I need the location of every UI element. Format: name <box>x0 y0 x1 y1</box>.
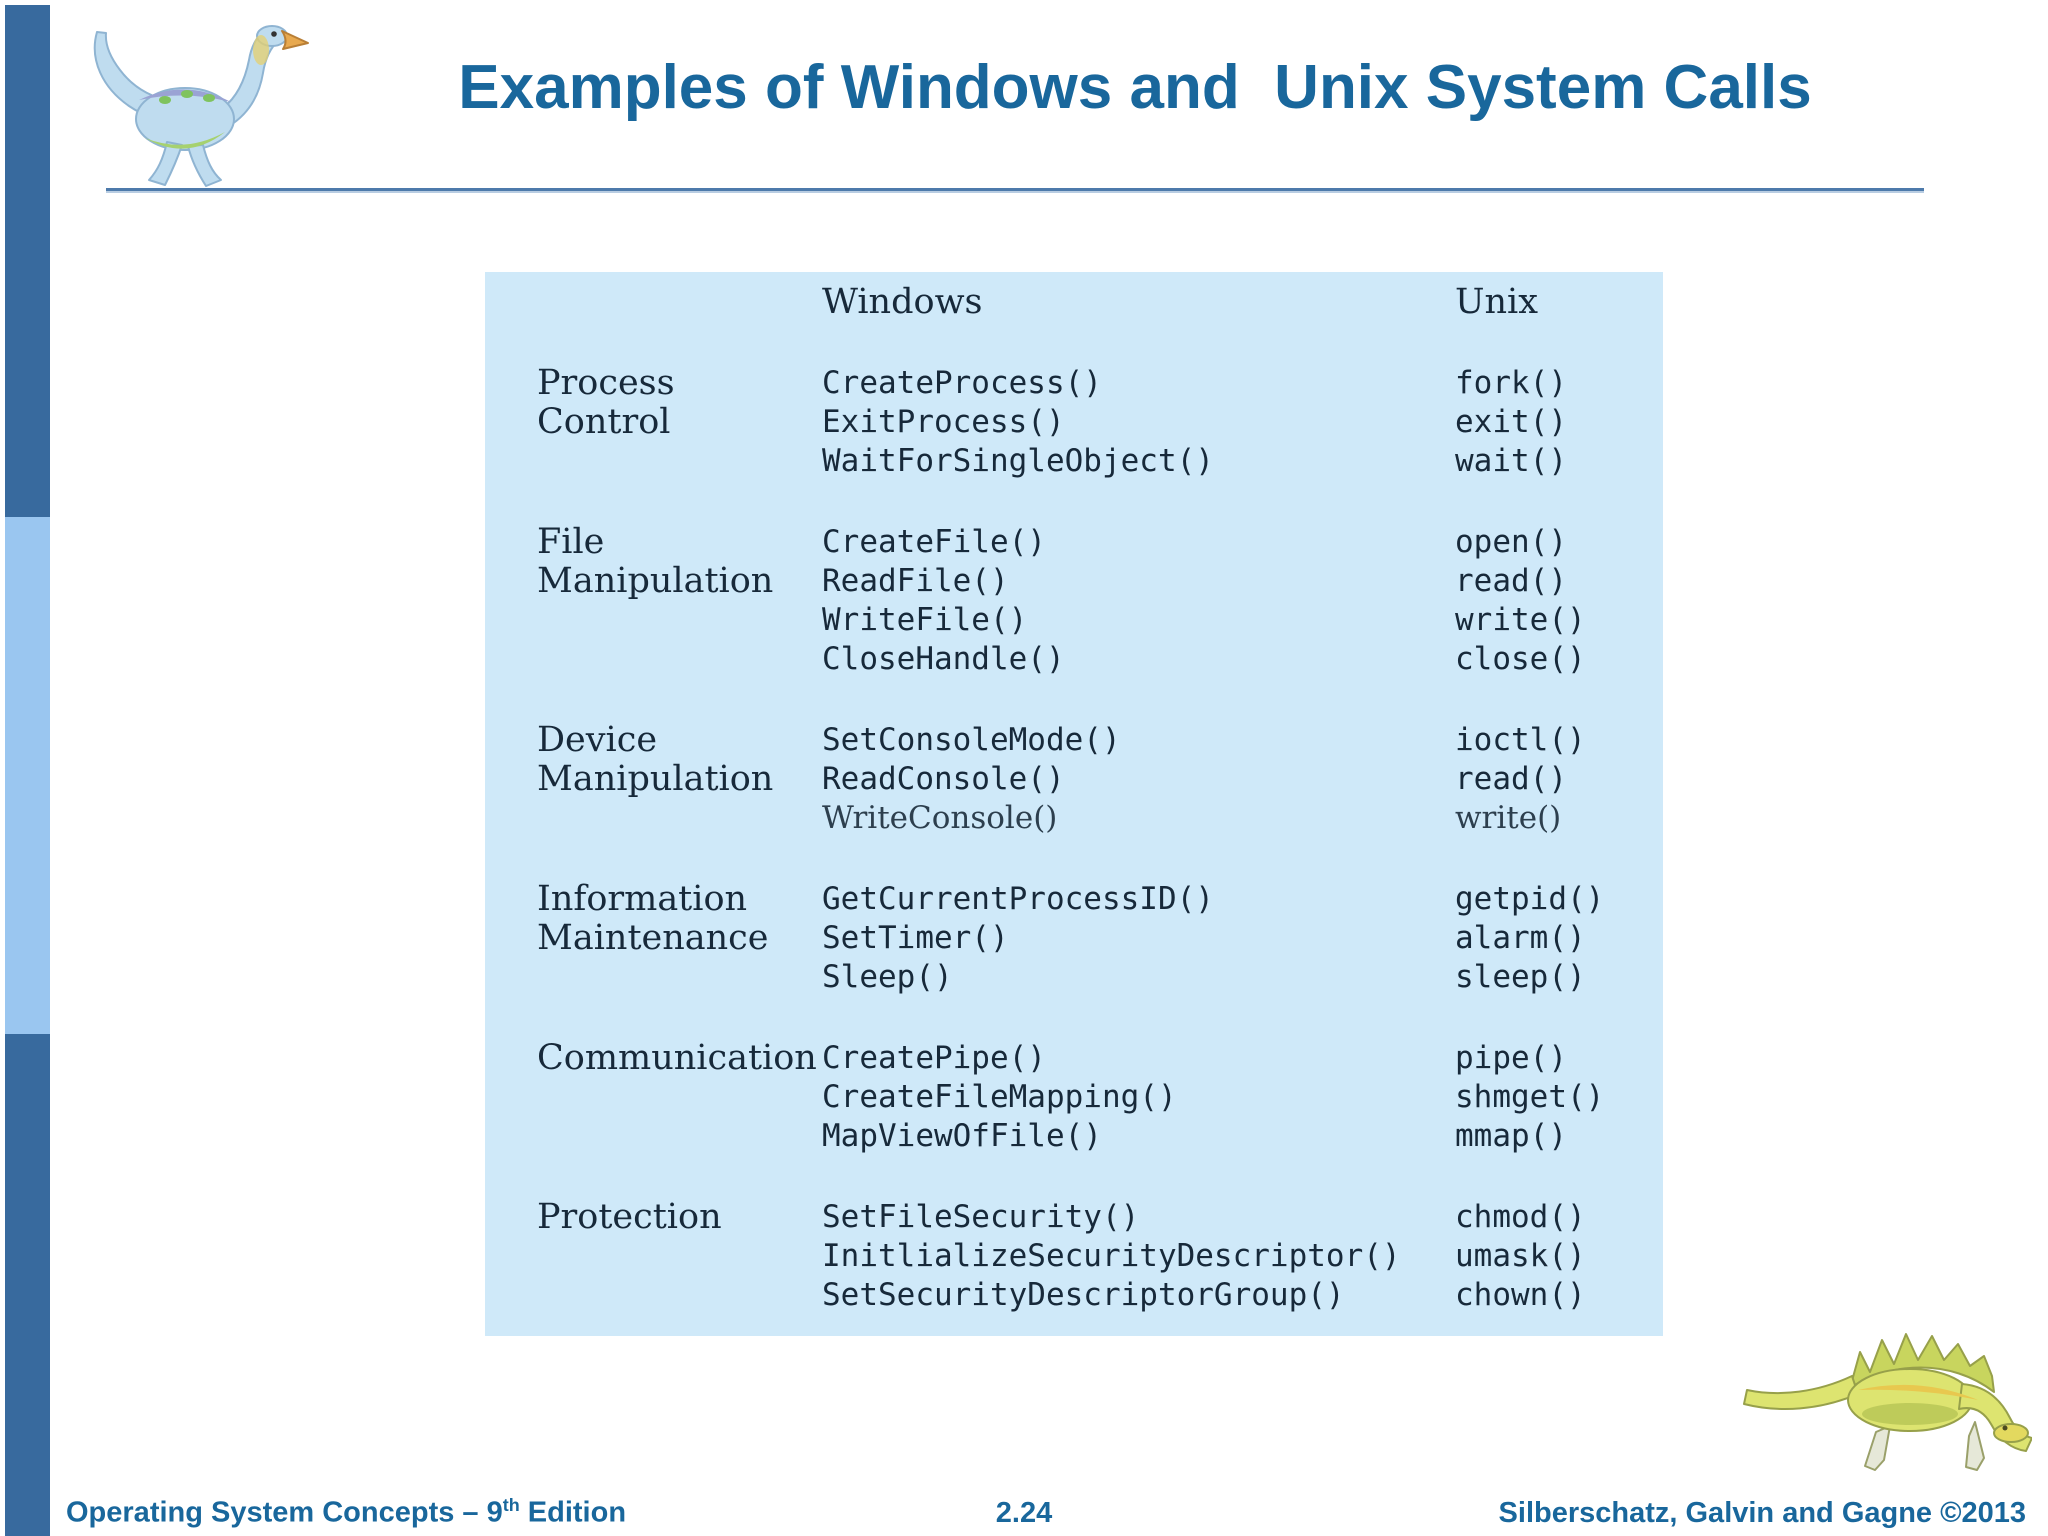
cell-text: wait() <box>1455 443 1567 479</box>
cell-text: sleep() <box>1455 959 1586 995</box>
cell-text: ioctl() <box>1455 722 1586 758</box>
cell-text: mmap() <box>1455 1118 1567 1154</box>
title-divider <box>106 188 1924 193</box>
cell-text: chown() <box>1455 1277 1586 1313</box>
cell-text: chmod() <box>1455 1199 1586 1235</box>
sidebar-decoration <box>5 5 50 1536</box>
footer: Operating System Concepts – 9th Edition … <box>0 1490 2048 1530</box>
cell-text: MapViewOfFile() <box>822 1118 1102 1154</box>
footer-page-number: 2.24 <box>995 1497 1053 1529</box>
dinosaur-illustration <box>1743 1333 2032 1471</box>
cell-text: CreatePipe() <box>822 1040 1046 1076</box>
cell-text: CreateFileMapping() <box>822 1079 1177 1115</box>
cell-text: fork() <box>1455 365 1567 401</box>
cell-text: InitlializeSecurityDescriptor() <box>822 1238 1401 1274</box>
cell-text: alarm() <box>1455 920 1586 956</box>
footer-book-title: Operating System Concepts – 9th Edition <box>66 1495 626 1530</box>
dino-neck-patch <box>253 35 269 65</box>
table-group: Protection SetFileSecurity()InitlializeSe… <box>485 1198 1663 1315</box>
cell-text: read() <box>1455 761 1567 797</box>
cell-text: Sleep() <box>822 959 953 995</box>
cell-text: SetConsoleMode() <box>822 722 1121 758</box>
cell-text: open() <box>1455 524 1567 560</box>
cell-text: CreateProcess() <box>822 365 1102 401</box>
cell-text: umask() <box>1455 1238 1586 1274</box>
windows-cell: GetCurrentProcessID()SetTimer()Sleep() <box>822 880 1455 997</box>
cell-text: pipe() <box>1455 1040 1567 1076</box>
cell-text: WriteConsole() <box>822 800 1058 836</box>
dino-back-stripe <box>139 89 231 102</box>
cell-text: Information <box>537 879 748 919</box>
cell-text: Manipulation <box>537 759 774 799</box>
cell-text: ReadConsole() <box>822 761 1065 797</box>
cell-text: ReadFile() <box>822 563 1009 599</box>
cell-text: Control <box>537 402 671 442</box>
unix-cell: pipe()shmget()mmap() <box>1455 1039 1663 1156</box>
cell-text: WriteFile() <box>822 602 1028 638</box>
cell-text: CloseHandle() <box>822 641 1065 677</box>
cell-text: Manipulation <box>537 561 774 601</box>
cell-text: SetFileSecurity() <box>822 1199 1140 1235</box>
footer-authors: Silberschatz, Galvin and Gagne ©2013 <box>1498 1497 2026 1529</box>
windows-cell: CreateFile()ReadFile()WriteFile()CloseHa… <box>822 523 1455 679</box>
unix-cell: chmod()umask()chown() <box>1455 1198 1663 1315</box>
dino-eye <box>271 31 277 37</box>
table-header-row: Windows Unix <box>485 283 1663 322</box>
page-title: Examples of Windows and Unix System Call… <box>458 53 1812 122</box>
cell-text: write() <box>1455 602 1586 638</box>
cell-text: GetCurrentProcessID() <box>822 881 1214 917</box>
cell-text: shmget() <box>1455 1079 1605 1115</box>
sidebar-segment-bottom <box>5 1034 50 1536</box>
cell-text: Process <box>537 363 675 403</box>
windows-cell: CreateProcess()ExitProcess()WaitForSingl… <box>822 364 1455 481</box>
cell-text: SetSecurityDescriptorGroup() <box>822 1277 1345 1313</box>
cell-text: read() <box>1455 563 1567 599</box>
sidebar-segment-middle <box>5 517 50 1034</box>
cell-text: Protection <box>537 1197 722 1237</box>
column-header-unix: Unix <box>1455 282 1538 322</box>
cell-text: close() <box>1455 641 1586 677</box>
sidebar-segment-top <box>5 5 50 517</box>
cell-text: getpid() <box>1455 881 1605 917</box>
footer-book-title-text: Operating System Concepts – 9 <box>66 1497 503 1529</box>
cell-text: Device <box>537 720 658 760</box>
unix-cell: ioctl()read()write() <box>1455 721 1663 838</box>
footer-edition-text: Edition <box>519 1497 627 1529</box>
dinosaur-logo <box>93 25 309 187</box>
cell-text: SetTimer() <box>822 920 1009 956</box>
cell-text: exit() <box>1455 404 1567 440</box>
dino-belly-stripe <box>145 132 225 149</box>
cell-text: Maintenance <box>537 918 769 958</box>
category-cell: Communication <box>537 1039 822 1156</box>
category-cell: Protection <box>537 1198 822 1315</box>
cell-text: File <box>537 522 605 562</box>
cell-text: write() <box>1455 800 1562 836</box>
cell-text: CreateFile() <box>822 524 1046 560</box>
dino-eye <box>2002 1425 2008 1431</box>
column-header-windows: Windows <box>822 282 983 322</box>
windows-cell: SetConsoleMode()ReadConsole()WriteConsol… <box>822 721 1455 838</box>
column-header-category <box>537 283 822 322</box>
unix-cell: fork()exit()wait() <box>1455 364 1663 481</box>
cell-text: Communication <box>537 1038 817 1078</box>
footer-edition-superscript: th <box>502 1495 520 1516</box>
unix-cell: getpid()alarm()sleep() <box>1455 880 1663 997</box>
windows-cell: CreatePipe()CreateFileMapping()MapViewOf… <box>822 1039 1455 1156</box>
cell-text: WaitForSingleObject() <box>822 443 1214 479</box>
unix-cell: open()read()write()close() <box>1455 523 1663 679</box>
cell-text: ExitProcess() <box>822 404 1065 440</box>
dino-side-stripe <box>1858 1384 1978 1400</box>
windows-cell: SetFileSecurity()InitlializeSecurityDesc… <box>822 1198 1455 1315</box>
